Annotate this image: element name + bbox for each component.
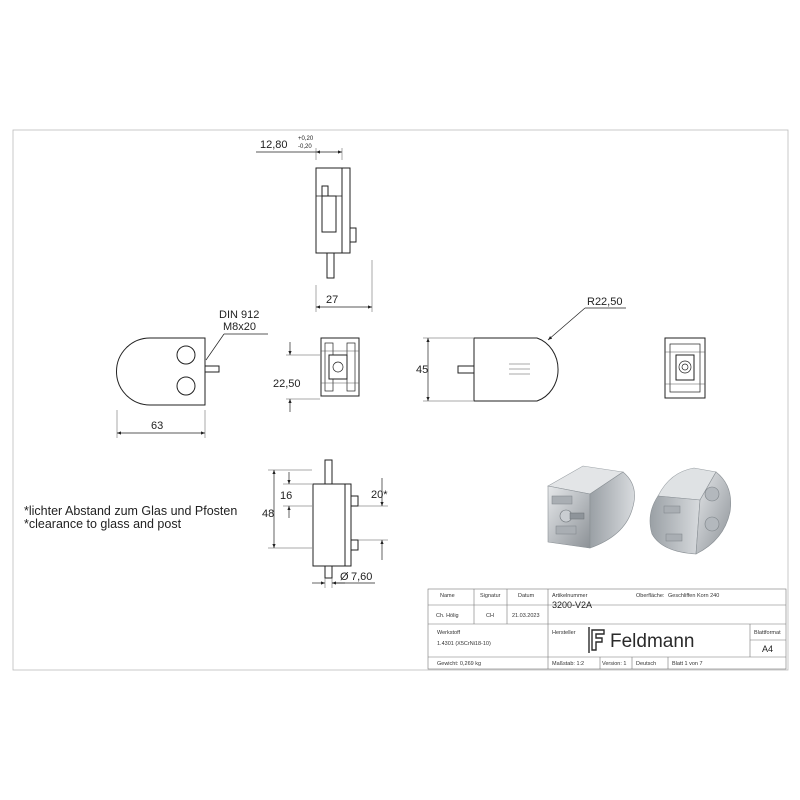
tb-col-date: Datum [518,593,535,599]
tb-surface-value: Geschliffen Korn 240 [668,593,719,599]
dim-tol-plus: +0,20 [298,136,314,142]
title-block: Name Signatur Datum Artikelnummer Oberfl… [427,588,787,670]
tb-sheet: Blatt 1 von 7 [672,661,703,667]
tb-version: Version: 1 [602,661,626,667]
top-view: 12,80 +0,20 -0,20 27 [256,136,373,312]
dim-width-main: 12,80 [260,139,288,151]
tb-language: Deutsch [636,661,656,667]
tb-scale: Maßstab: 1:2 [552,661,584,667]
dim-radius: R22,50 [587,296,622,308]
render-3d-front [547,465,635,549]
side-view-right: 45 R22,50 [416,296,626,402]
note-german: *lichter Abstand zum Glas und Pfosten [24,504,237,518]
tb-col-surface: Oberfläche: [636,593,665,599]
dim-height: 45 [416,364,428,376]
tb-material-value: 1.4301 (X5CrNi18-10) [437,641,491,647]
front-view: 22,50 [273,337,360,412]
tb-label-manufacturer: Hersteller [552,630,576,636]
tb-col-name: Name [440,593,455,599]
dim-length: 63 [151,420,163,432]
dim-height-small: 22,50 [273,378,301,390]
dim-depth: 27 [326,294,338,306]
tb-row-name: Ch. Hölig [436,613,459,619]
lower-section-view: 16 48 20* Ø 7,60 [262,459,388,588]
side-view-rounded: DIN 912 M8x20 63 [116,309,268,438]
tb-col-signature: Signatur [480,593,501,599]
tb-col-article: Artikelnummer [552,593,588,599]
feldmann-logo-icon [588,627,605,653]
dim-diameter: 7,60 [351,571,372,583]
note-english: *clearance to glass and post [24,517,182,531]
dim-diameter-symbol: Ø [340,571,349,583]
tb-weight: Gewicht: 0,269 kg [437,661,481,667]
tb-format-value: A4 [762,644,773,654]
brand-name: Feldmann [610,631,695,652]
tb-article-value: 3200-V2A [552,600,592,610]
dim-48: 48 [262,508,274,520]
tb-label-material: Werkstoff [437,630,460,636]
tb-label-format: Blattformat [754,630,781,636]
dim-screw: M8x20 [223,321,256,333]
tb-row-date: 21.03.2023 [512,613,540,619]
dim-20: 20* [371,489,388,501]
dim-16: 16 [280,490,292,502]
tb-row-signature: CH [486,613,494,619]
dim-tol-minus: -0,20 [298,144,312,150]
dim-din: DIN 912 [219,309,259,321]
render-3d-back [649,467,731,555]
drawing-frame [12,129,789,671]
back-view [664,337,706,399]
